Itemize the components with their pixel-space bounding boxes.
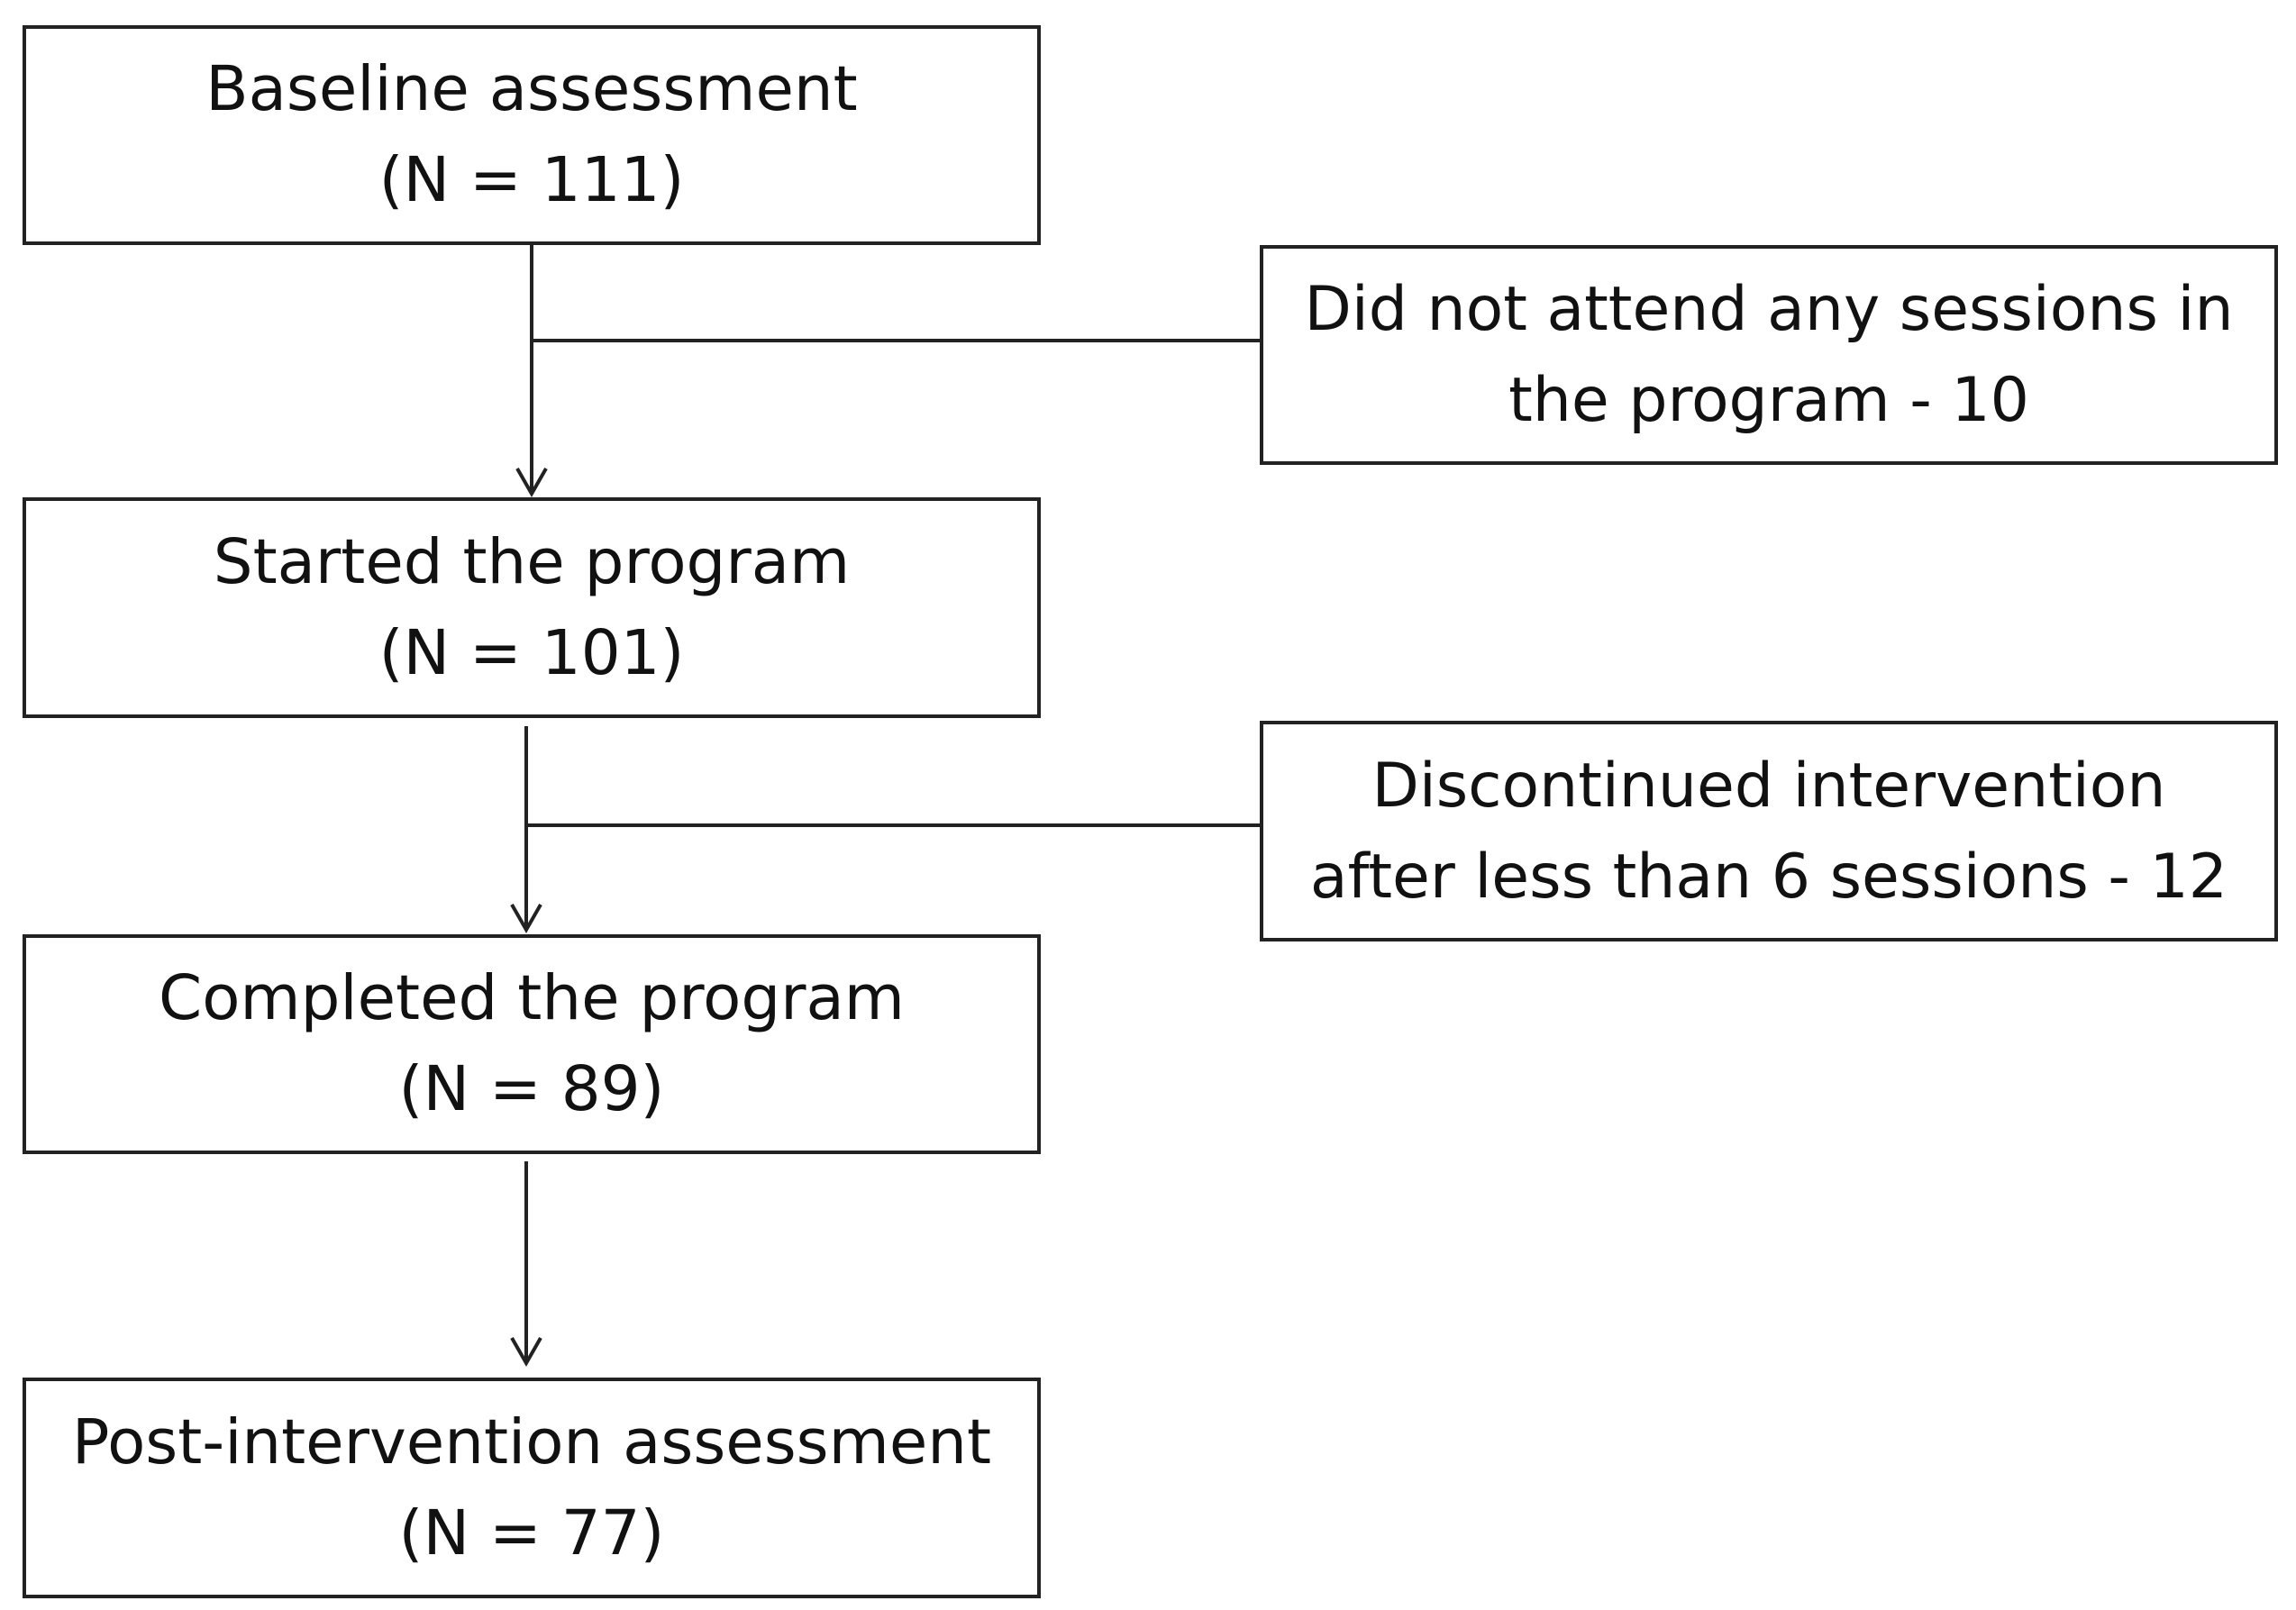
started-program-box: Started the program (N = 101) bbox=[23, 497, 1041, 718]
arrowhead-completed bbox=[510, 904, 542, 934]
post-intervention-assessment-label: Post-intervention assessment bbox=[71, 1405, 992, 1478]
post-intervention-assessment-count: (N = 77) bbox=[398, 1496, 665, 1569]
started-program-count: (N = 101) bbox=[378, 616, 685, 689]
exclusion-no-sessions-line1: Did not attend any sessions in bbox=[1304, 274, 2234, 345]
exclusion-box-discontinued: Discontinued intervention after less tha… bbox=[1260, 721, 2278, 941]
arrowhead-post bbox=[510, 1337, 542, 1368]
exclusion-box-no-sessions: Did not attend any sessions in the progr… bbox=[1260, 245, 2278, 465]
completed-program-label: Completed the program bbox=[159, 962, 905, 1034]
exclusion-discontinued-line1: Discontinued intervention bbox=[1371, 750, 2166, 822]
completed-program-box: Completed the program (N = 89) bbox=[23, 934, 1041, 1154]
exclusion-no-sessions-line2: the program - 10 bbox=[1508, 365, 2029, 436]
baseline-assessment-box: Baseline assessment (N = 111) bbox=[23, 25, 1041, 245]
post-intervention-assessment-box: Post-intervention assessment (N = 77) bbox=[23, 1378, 1041, 1598]
completed-program-count: (N = 89) bbox=[398, 1053, 665, 1125]
baseline-assessment-label: Baseline assessment bbox=[205, 53, 858, 125]
arrowhead-started bbox=[515, 468, 548, 498]
baseline-assessment-count: (N = 111) bbox=[378, 144, 685, 216]
exclusion-discontinued-line2: after less than 6 sessions - 12 bbox=[1309, 841, 2228, 913]
started-program-label: Started the program bbox=[213, 525, 851, 598]
